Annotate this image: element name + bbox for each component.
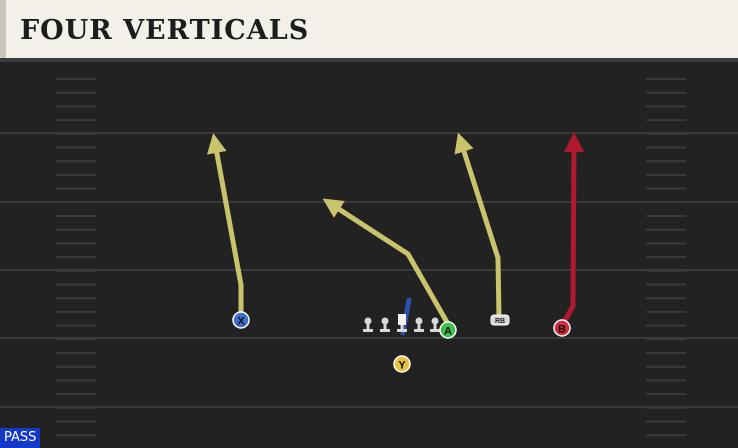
player-x-label: X <box>237 316 245 328</box>
play-header: FOUR VERTICALS <box>0 0 738 60</box>
lineman-icon <box>414 317 424 332</box>
play-type-badge: PASS <box>0 428 41 448</box>
route-rb-vertical <box>454 132 502 321</box>
player-y-marker <box>393 355 411 373</box>
route-a-vertical <box>322 198 451 327</box>
player-a-label: A <box>444 326 452 338</box>
play-field: X Y A B RB <box>0 62 738 448</box>
player-x: X <box>232 311 250 329</box>
player-rb-marker <box>490 314 510 326</box>
center-icon <box>397 314 407 332</box>
header-shadow <box>0 58 738 62</box>
yard-lines <box>0 132 738 408</box>
lineman-icon <box>430 317 440 332</box>
play-diagram: X Y A B RB <box>0 78 738 437</box>
header-accent-bar <box>0 0 6 60</box>
player-rb-label: RB <box>495 318 505 325</box>
player-b-label: B <box>558 324 566 336</box>
player-y-label: Y <box>398 360 406 372</box>
lineman-icon <box>363 317 373 332</box>
route-b-vertical <box>559 132 584 329</box>
player-y: Y <box>393 355 411 373</box>
hash-marks <box>56 78 686 437</box>
lineman-icon <box>380 317 390 332</box>
offensive-line <box>363 314 440 332</box>
player-b-marker <box>553 319 571 337</box>
player-a: A <box>439 321 457 339</box>
player-x-marker <box>232 311 250 329</box>
play-title: FOUR VERTICALS <box>20 15 310 46</box>
player-rb: RB <box>490 314 510 326</box>
route-x-vertical <box>206 133 244 321</box>
player-a-marker <box>439 321 457 339</box>
routes <box>206 132 584 336</box>
player-b: B <box>553 319 571 337</box>
